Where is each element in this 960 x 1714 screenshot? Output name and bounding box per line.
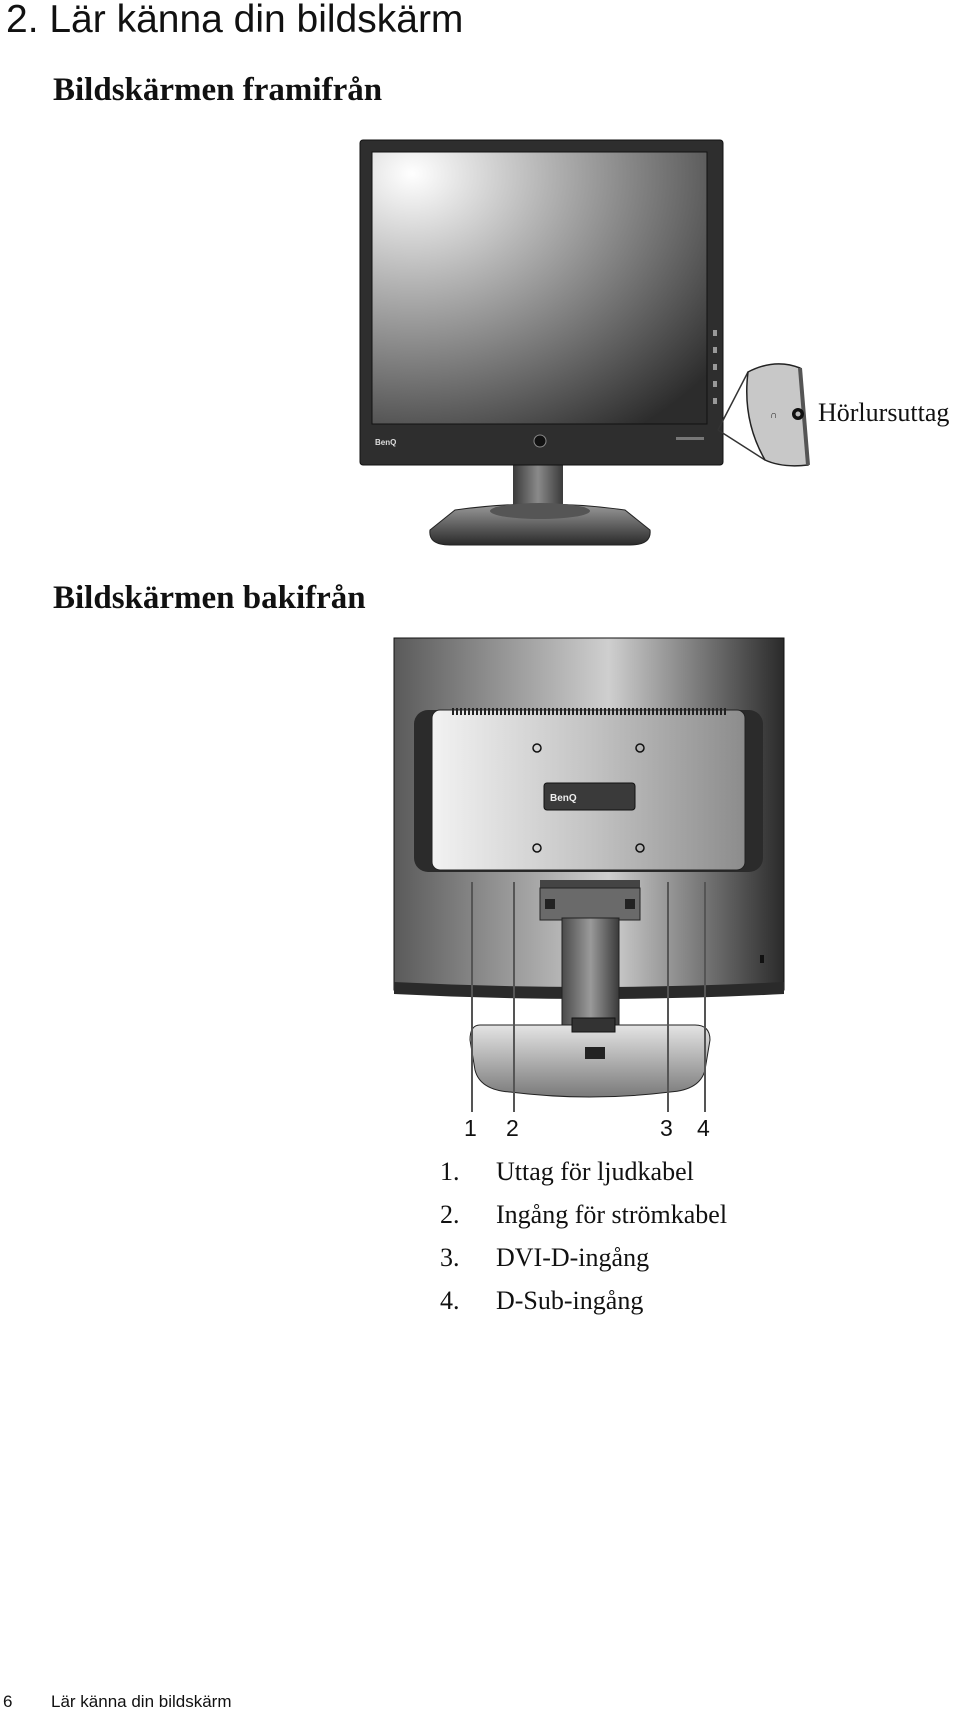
front-screen: [371, 151, 708, 425]
legend-item-text: Uttag för ljudkabel: [496, 1157, 694, 1186]
lock-slot: [760, 955, 764, 963]
page-footer: 6 Lär känna din bildskärm: [3, 1692, 231, 1712]
legend-item-number: 2.: [440, 1200, 460, 1229]
legend-item-number: 1.: [440, 1157, 460, 1186]
back-brand-logo: BenQ: [550, 793, 577, 804]
legend-item-text: D-Sub-ingång: [496, 1286, 644, 1315]
front-stand-neck: [513, 460, 563, 505]
legend-item-text: Ingång för strömkabel: [496, 1200, 728, 1229]
legend-item-number: 3.: [440, 1243, 460, 1272]
legend-item-text: DVI-D-ingång: [496, 1243, 650, 1272]
front-monitor-illustration: BenQ ∩: [359, 139, 810, 546]
headphone-jack-label: Hörlursuttag: [818, 398, 950, 427]
legend-item: 1. Uttag för ljudkabel: [440, 1150, 727, 1193]
front-view-heading: Bildskärmen framifrån: [53, 72, 383, 108]
footer-text: Lär känna din bildskärm: [51, 1692, 232, 1711]
port-number-2: 2: [506, 1115, 519, 1141]
legend-item: 2. Ingång för strömkabel: [440, 1193, 727, 1236]
headphone-jack-zoom: [746, 363, 809, 467]
back-stand-base: [469, 1024, 711, 1098]
port-number-1: 1: [464, 1115, 477, 1141]
page-number: 6: [3, 1692, 13, 1711]
chapter-title: 2. Lär känna din bildskärm: [6, 0, 464, 41]
svg-text:∩: ∩: [770, 410, 777, 421]
legend-item: 4. D-Sub-ingång: [440, 1279, 727, 1322]
port-legend: 1. Uttag för ljudkabel 2. Ingång för ström…: [440, 1150, 727, 1322]
legend-item-number: 4.: [440, 1286, 460, 1315]
back-monitor-illustration: BenQ: [393, 637, 785, 1112]
back-view-heading: Bildskärmen bakifrån: [53, 580, 366, 616]
port-number-4: 4: [697, 1115, 710, 1141]
power-button: [533, 434, 547, 448]
legend-item: 3. DVI-D-ingång: [440, 1236, 727, 1279]
port-number-3: 3: [660, 1115, 673, 1141]
front-brand-logo: BenQ: [375, 438, 396, 447]
back-logo-plate: [543, 782, 636, 811]
